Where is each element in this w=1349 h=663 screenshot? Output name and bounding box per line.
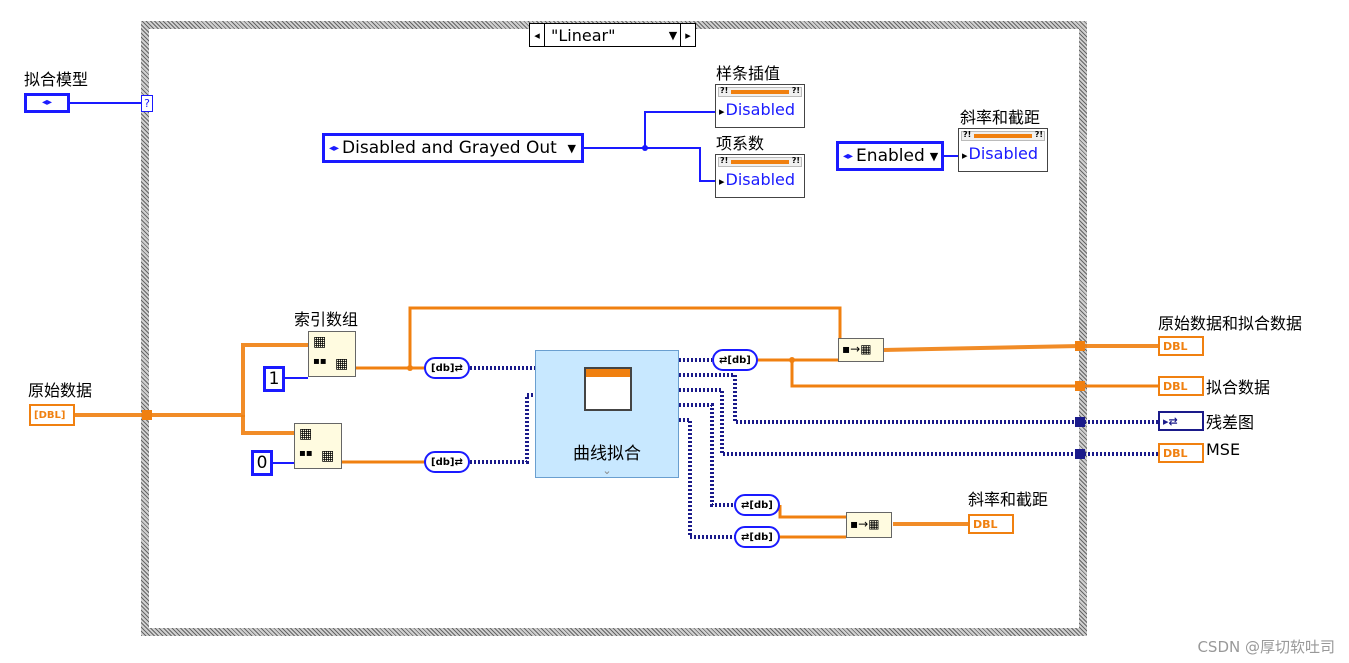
expand-chevron-icon[interactable]: ⌄ [602,464,612,477]
to-dynamic-data-1[interactable]: [db]⇄ [424,357,470,379]
chevron-down-icon[interactable]: ▼ [929,149,939,163]
from-dynamic-data-2[interactable]: ⇄[db] [734,494,780,516]
build-array-node-2[interactable]: ▪→▦ [846,512,892,538]
slope-intercept-label: 斜率和截距 [968,490,1049,509]
slope-intercept-indicator[interactable]: DBL [968,514,1014,534]
index-constant-1[interactable]: 1 [263,366,285,392]
spline-prop-value: Disabled [719,100,796,119]
slope-property-node[interactable]: ?!?! Disabled [958,128,1048,172]
raw-data-label: 原始数据 [28,381,93,400]
case-dropdown-icon[interactable]: ▼ [668,28,678,42]
index-array-label: 索引数组 [294,310,359,329]
from-dynamic-data-1[interactable]: ⇄[db] [712,349,758,371]
array-icon: ▦ [313,334,327,350]
wire-disabled-ring [584,111,716,149]
watermark: CSDN @厚切软吐司 [1197,638,1335,656]
element-icon: ▦ [335,356,349,372]
fit-data-indicator[interactable]: DBL [1158,376,1204,396]
fit-model-label: 拟合模型 [24,70,89,89]
chevron-down-icon[interactable]: ▼ [567,141,576,155]
slope-prop-value: Disabled [962,144,1039,163]
disabled-ring-constant[interactable]: ◂▸ Disabled and Grayed Out ▼ [322,133,584,163]
spline-prop-label: 样条插值 [716,64,781,83]
disabled-ring-value: Disabled and Grayed Out [342,138,557,158]
curve-fit-label: 曲线拟合 [573,444,641,464]
from-dynamic-data-3[interactable]: ⇄[db] [734,526,780,548]
index-constant-0[interactable]: 0 [251,450,273,476]
case-prev-arrow-icon[interactable]: ◂ [530,24,545,46]
raw-data-control[interactable]: [DBL] [29,404,75,426]
coef-prop-label: 项系数 [716,134,765,153]
mse-label: MSE [1206,440,1241,459]
enabled-ring-constant[interactable]: ◂▸ Enabled ▼ [836,141,944,171]
slope-prop-label: 斜率和截距 [960,108,1041,127]
ring-increment-icon: ◂▸ [843,150,854,162]
dynamic-data-icon: ▸⇄ [1163,414,1178,428]
enabled-ring-value: Enabled [856,146,925,166]
case-selector[interactable]: ◂ "Linear" ▼ ▸ [529,23,696,47]
curve-fit-express-vi[interactable]: 曲线拟合 ⌄ [535,350,679,478]
coef-prop-value: Disabled [719,170,796,189]
ring-increment-icon: ◂▸ [329,142,340,154]
coef-property-node[interactable]: ?!?! Disabled [715,154,805,198]
wire-raw-data-2 [241,415,294,435]
residual-indicator[interactable]: ▸⇄ [1158,411,1204,431]
fit-data-label: 拟合数据 [1206,378,1271,397]
element-icon: ▦ [321,448,335,464]
to-dynamic-data-2[interactable]: [db]⇄ [424,451,470,473]
spline-property-node[interactable]: ?!?! Disabled [715,84,805,128]
mse-indicator[interactable]: DBL [1158,443,1204,463]
raw-and-fit-indicator[interactable]: DBL [1158,336,1204,356]
case-selector-value: "Linear" [551,25,616,45]
index-array-node-2[interactable]: ▦ ▪▪ ▦ [294,423,342,469]
fit-model-enum-control[interactable]: ◂▸ [24,93,70,113]
raw-and-fit-label: 原始数据和拟合数据 [1158,314,1303,333]
wire-disabled-ring-2 [645,147,716,182]
curve-fit-icon [584,367,632,411]
case-next-arrow-icon[interactable]: ▸ [680,24,695,46]
case-selector-terminal[interactable]: ? [141,95,153,112]
index-array-node-1[interactable]: ▦ ▪▪ ▦ [308,331,356,377]
build-array-node-1[interactable]: ▪→▦ [838,338,884,362]
residual-label: 残差图 [1206,413,1255,432]
wire-x-top [408,306,842,368]
array-icon: ▦ [299,426,313,442]
